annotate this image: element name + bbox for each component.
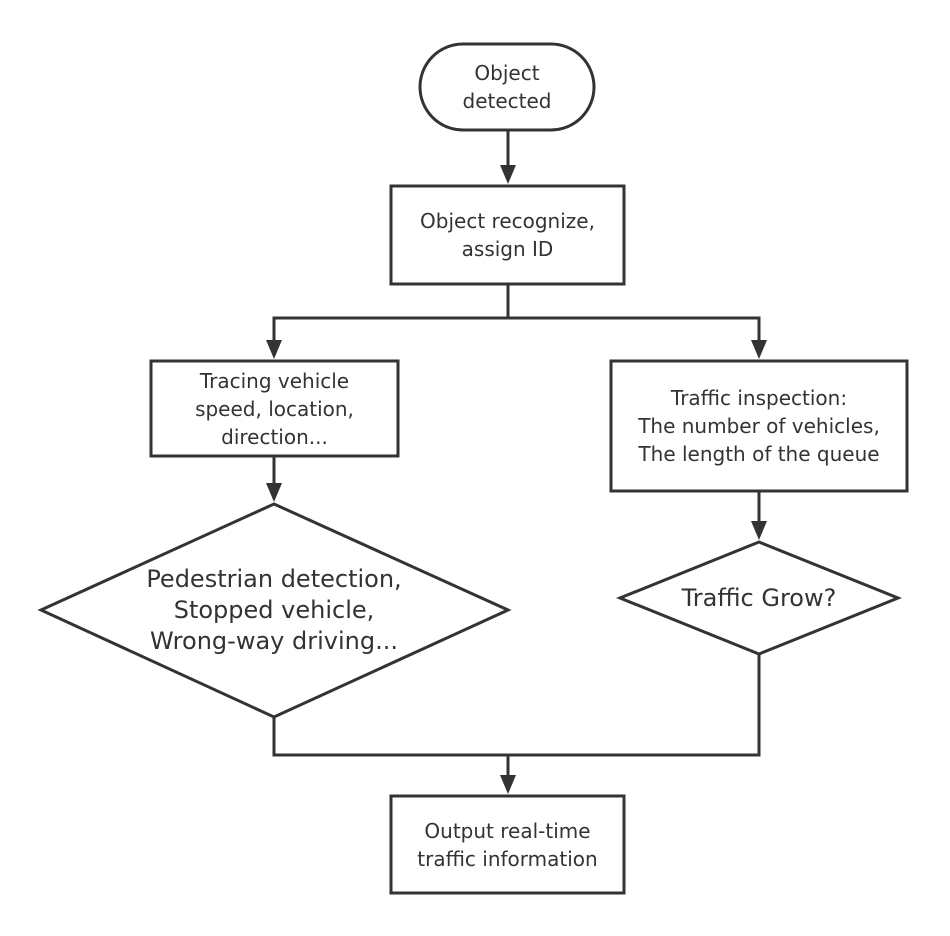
- edge-traffic-grow-to-output: [500, 654, 761, 794]
- edge-tracing-to-pedestrian: [266, 456, 282, 502]
- label-tracing-vehicle: Tracing vehicle speed, location, directi…: [195, 368, 354, 449]
- node-output-information: [389, 794, 626, 895]
- edge-recognize-to-tracing: [266, 284, 510, 359]
- label-output-information: Output real-time traffic information: [417, 818, 598, 871]
- edge-recognize-to-inspection: [508, 316, 767, 359]
- node-traffic-inspection: [609, 359, 909, 493]
- node-object-recognize: [389, 184, 626, 286]
- label-object-recognize: Object recognize, assign ID: [420, 209, 595, 261]
- node-tracing-vehicle: [149, 359, 400, 458]
- label-traffic-inspection: Traffic inspection: The number of vehicl…: [638, 386, 880, 466]
- edge-inspection-to-traffic-grow: [751, 491, 767, 540]
- edge-detected-to-recognize: [500, 130, 516, 184]
- label-pedestrian-detection: Pedestrian detection, Stopped vehicle, W…: [146, 564, 402, 655]
- edge-pedestrian-to-output: [272, 717, 508, 757]
- label-traffic-grow: Traffic Grow?: [681, 583, 837, 612]
- label-object-detected: Object detected: [462, 61, 552, 113]
